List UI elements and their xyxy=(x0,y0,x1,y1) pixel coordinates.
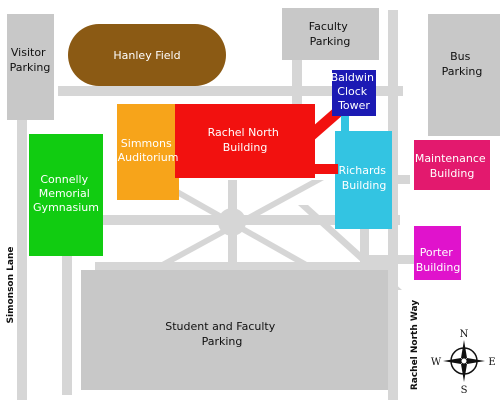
connelly-memorial-gymnasium-label-line: Memorial xyxy=(39,187,90,200)
rachel-north-building-label: Rachel North Building xyxy=(208,126,283,154)
faculty-parking-label-line: Faculty xyxy=(309,20,348,33)
visitor-parking-label-line: Parking xyxy=(10,61,51,74)
tower-to-richards-connector xyxy=(341,114,349,134)
richards-building[interactable] xyxy=(335,131,392,229)
parking-lots xyxy=(7,8,500,390)
baldwin-clock-tower-label-line: Clock xyxy=(337,85,368,98)
pathways xyxy=(17,10,415,400)
compass-north-label: N xyxy=(460,329,469,340)
baldwin-clock-tower-label-line: Baldwin xyxy=(331,71,374,84)
rachel-north-way-label: Rachel North Way xyxy=(410,300,420,390)
student-faculty-parking[interactable] xyxy=(81,270,388,390)
simmons-auditorium-label: Simmons Auditorium xyxy=(118,137,179,164)
connelly-memorial-gymnasium[interactable] xyxy=(29,134,103,256)
hanley-field-label: Hanley Field xyxy=(113,49,180,62)
rachel-north-building-label-line: Rachel North xyxy=(208,126,279,139)
path-lower-horizontal xyxy=(95,262,395,270)
baldwin-clock-tower[interactable] xyxy=(332,70,376,116)
connelly-memorial-gymnasium-label-line: Connelly xyxy=(40,173,88,186)
rachel-north-building[interactable] xyxy=(175,104,315,178)
student-faculty-parking-label-line: Student and Faculty xyxy=(165,320,275,333)
bus-parking[interactable] xyxy=(428,14,500,136)
baldwin-clock-tower-label: Baldwin Clock Tower xyxy=(331,71,378,112)
visitor-parking[interactable] xyxy=(7,14,54,120)
plaza-roundabout xyxy=(218,208,246,236)
maintenance-building[interactable] xyxy=(414,140,490,190)
path-faculty-connector xyxy=(292,55,302,105)
bus-parking-label-line: Parking xyxy=(442,65,483,78)
path-richards-south xyxy=(360,225,369,275)
rachel-north-building-label-line: Building xyxy=(223,141,268,154)
porter-building[interactable] xyxy=(414,226,461,280)
compass-center xyxy=(460,357,468,365)
rachel-north-to-richards-connector xyxy=(310,164,338,174)
faculty-parking-label-line: Parking xyxy=(310,35,351,48)
maintenance-building-label: Maintenance Building xyxy=(415,152,489,180)
student-faculty-parking-label-line: Parking xyxy=(202,335,243,348)
connelly-memorial-gymnasium-label: Connelly Memorial Gymnasium xyxy=(33,173,99,214)
richards-building-label-line: Richards xyxy=(338,164,386,177)
bus-parking-label: Bus Parking xyxy=(442,50,483,78)
path-gym-lot-vertical xyxy=(62,245,72,395)
bus-parking-label-line: Bus xyxy=(450,50,471,63)
faculty-parking-label: Faculty Parking xyxy=(309,20,351,48)
path-perimeter-north xyxy=(58,86,403,96)
richards-building-label-line: Building xyxy=(342,179,387,192)
compass-needle-north xyxy=(461,340,467,358)
visitor-parking-label-line: Visitor xyxy=(11,46,46,59)
porter-building-label-line: Building xyxy=(416,261,461,274)
porter-building-label-line: Porter xyxy=(420,246,454,259)
hanley-field[interactable] xyxy=(68,24,226,86)
richards-building-label: Richards Building xyxy=(338,164,389,192)
hanley-field-label-line: Hanley Field xyxy=(113,49,180,62)
compass-needle-east xyxy=(467,358,485,364)
compass-south-label: S xyxy=(461,385,468,396)
path-porter-horizontal xyxy=(360,255,415,264)
compass-rose-icon: N S E W xyxy=(431,329,496,396)
simmons-auditorium-label-line: Auditorium xyxy=(118,151,179,164)
compass-east-label: E xyxy=(488,357,495,368)
compass-needle-south xyxy=(461,364,467,382)
map-labels: Visitor Parking Faculty Parking Bus Park… xyxy=(6,20,489,390)
simmons-auditorium[interactable] xyxy=(117,104,179,200)
buildings xyxy=(29,24,490,280)
path-east-vertical xyxy=(388,10,398,400)
student-faculty-parking-label: Student and Faculty Parking xyxy=(165,320,278,348)
maintenance-building-label-line: Building xyxy=(430,167,475,180)
connelly-memorial-gymnasium-label-line: Gymnasium xyxy=(33,201,99,214)
simonson-lane-label: Simonson Lane xyxy=(6,247,16,324)
compass-west-label: W xyxy=(431,357,442,368)
maintenance-building-label-line: Maintenance xyxy=(415,152,486,165)
path-west-vertical xyxy=(17,96,27,400)
faculty-parking[interactable] xyxy=(282,8,379,60)
baldwin-clock-tower-label-line: Tower xyxy=(337,99,370,112)
porter-building-label: Porter Building xyxy=(416,246,461,274)
simmons-auditorium-label-line: Simmons xyxy=(121,137,172,150)
visitor-parking-label: Visitor Parking xyxy=(10,46,51,74)
compass-needle-west xyxy=(443,358,461,364)
